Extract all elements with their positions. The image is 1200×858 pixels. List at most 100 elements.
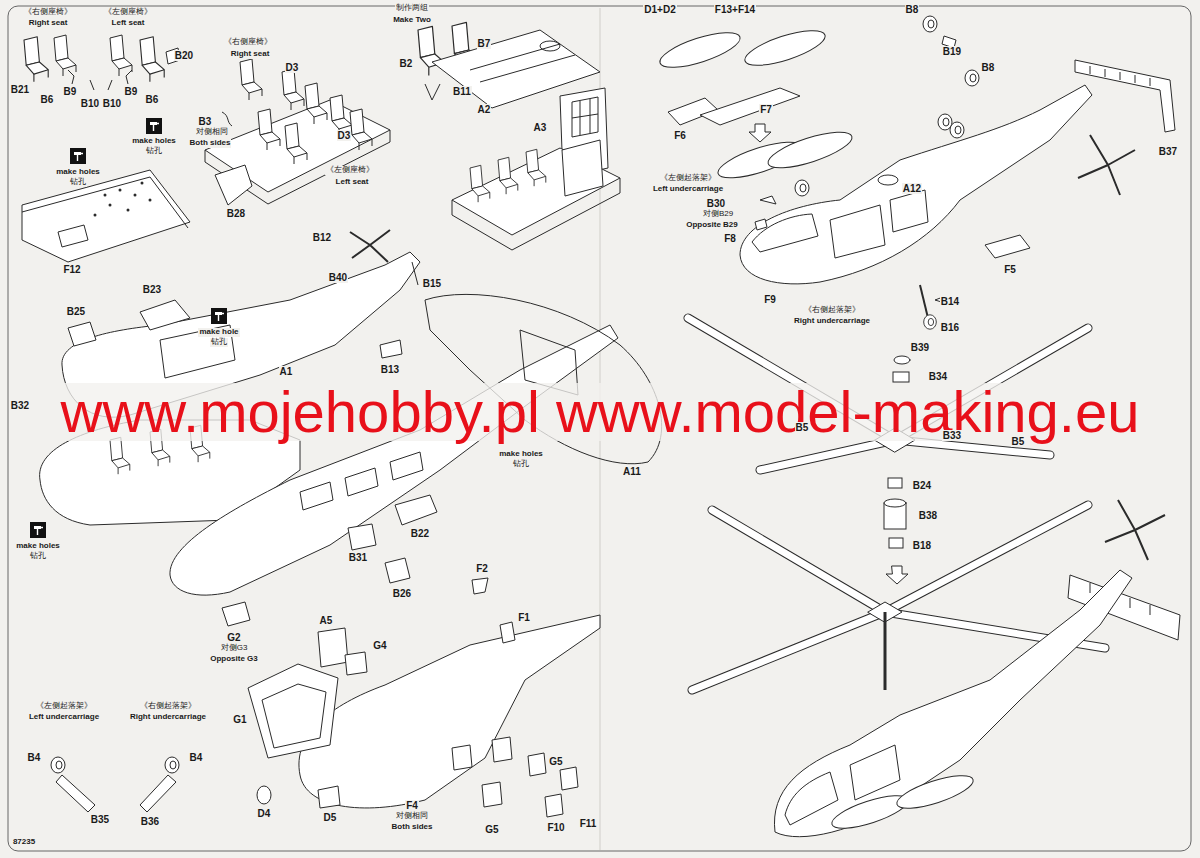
line-drawing: [755, 196, 776, 230]
sheet-frame: [8, 6, 1191, 851]
sheet-frame: [8, 6, 1191, 851]
rotor-drawing: [888, 478, 902, 488]
note-text: make holes: [15, 542, 61, 551]
line-drawing: [127, 209, 130, 212]
note-text: Both sides: [391, 823, 434, 832]
part-number: B2: [399, 58, 414, 69]
part-number: B16: [940, 322, 960, 333]
line-drawing: [262, 684, 326, 748]
part-number: D3: [337, 130, 352, 141]
part-number: B11: [452, 86, 472, 97]
line-drawing: [498, 157, 518, 194]
make-holes-icon: [146, 118, 162, 134]
chinese-note: 对侧G3: [220, 644, 249, 653]
part-number: B13: [380, 364, 400, 375]
rotor-drawing: [894, 356, 910, 364]
line-drawing: [104, 194, 107, 197]
line-drawing: [924, 315, 937, 329]
part-number: B23: [142, 284, 162, 295]
line-drawing: [68, 322, 96, 346]
line-drawing: [749, 124, 771, 142]
line-drawing: [215, 165, 252, 205]
line-drawing: [299, 615, 600, 808]
line-drawing: [140, 775, 176, 812]
part-number: B15: [422, 278, 442, 289]
line-drawing: [920, 285, 928, 318]
line-drawing: [572, 99, 598, 135]
part-number: B40: [328, 272, 348, 283]
line-drawing: [526, 149, 546, 186]
rotor-drawing: [884, 499, 906, 507]
line-drawing: [572, 97, 598, 137]
part-number: B35: [90, 814, 110, 825]
part-number: A5: [319, 615, 334, 626]
part-number: D4: [257, 808, 272, 819]
part-number: B5: [795, 422, 810, 433]
part-number: F2: [475, 563, 489, 574]
note-text: Right undercarriage: [129, 713, 207, 722]
line-drawing: [380, 340, 402, 358]
part-number: F1: [517, 612, 531, 623]
line-drawing: [222, 112, 232, 126]
line-drawing: [110, 35, 132, 76]
line-drawing: [656, 26, 743, 75]
line-drawing: [385, 558, 410, 583]
part-number: B32: [10, 400, 30, 411]
part-number: B9: [63, 86, 78, 97]
note-text: Both sides: [189, 139, 232, 148]
note-text: make hole: [198, 328, 239, 337]
part-number: B28: [226, 208, 246, 219]
note-text: Right seat: [230, 50, 271, 59]
line-drawing: [257, 786, 271, 804]
part-number: F4: [405, 800, 419, 811]
note-text: make holes: [55, 168, 101, 177]
line-drawing: [56, 775, 95, 812]
part-number: B12: [312, 232, 332, 243]
rotor-drawing: [688, 318, 1105, 690]
part-number: D5: [323, 812, 338, 823]
part-number: B25: [66, 306, 86, 317]
chinese-note: 对侧相同: [195, 128, 229, 137]
line-drawing: [884, 612, 887, 690]
line-drawing: [894, 769, 977, 815]
line-drawing: [222, 602, 250, 626]
line-drawing: [300, 452, 423, 510]
line-drawing: [58, 225, 88, 247]
line-drawing: [140, 37, 164, 82]
part-number: B21: [10, 84, 30, 95]
part-number: A3: [533, 122, 548, 133]
line-drawing: [348, 524, 376, 550]
line-drawing: [1090, 66, 1150, 86]
line-drawing: [258, 109, 280, 150]
part-number: F5: [1003, 264, 1017, 275]
part-number: F7: [759, 104, 773, 115]
part-number: G4: [372, 640, 387, 651]
line-drawing: [830, 190, 928, 258]
part-number: B18: [912, 540, 932, 551]
chinese-note: 钻孔: [145, 147, 163, 156]
line-drawing: [24, 37, 48, 82]
part-number: G5: [484, 824, 499, 835]
part-number: B38: [918, 510, 938, 521]
line-drawing: [240, 59, 262, 100]
line-drawing: [395, 495, 437, 525]
part-number: B26: [392, 588, 412, 599]
line-drawing: [774, 500, 1180, 837]
line-drawing: [68, 70, 132, 90]
chinese-note: 钻孔: [512, 460, 530, 469]
rotor-drawing: [688, 318, 1105, 690]
part-number: B30: [706, 198, 726, 209]
kit-number: 87235: [12, 838, 36, 847]
make-holes-icon: [211, 308, 227, 324]
line-drawing: [165, 757, 179, 773]
part-number: B20: [174, 50, 194, 61]
line-drawing: [741, 24, 828, 73]
line-drawing: [94, 214, 97, 217]
line-drawing: [149, 199, 152, 202]
make-holes-icon: [30, 522, 46, 538]
rotor-drawing: [893, 372, 909, 382]
line-drawing: [350, 230, 390, 262]
note-text: Right undercarriage: [793, 317, 871, 326]
line-drawing: [119, 189, 122, 192]
line-drawing: [170, 325, 618, 595]
